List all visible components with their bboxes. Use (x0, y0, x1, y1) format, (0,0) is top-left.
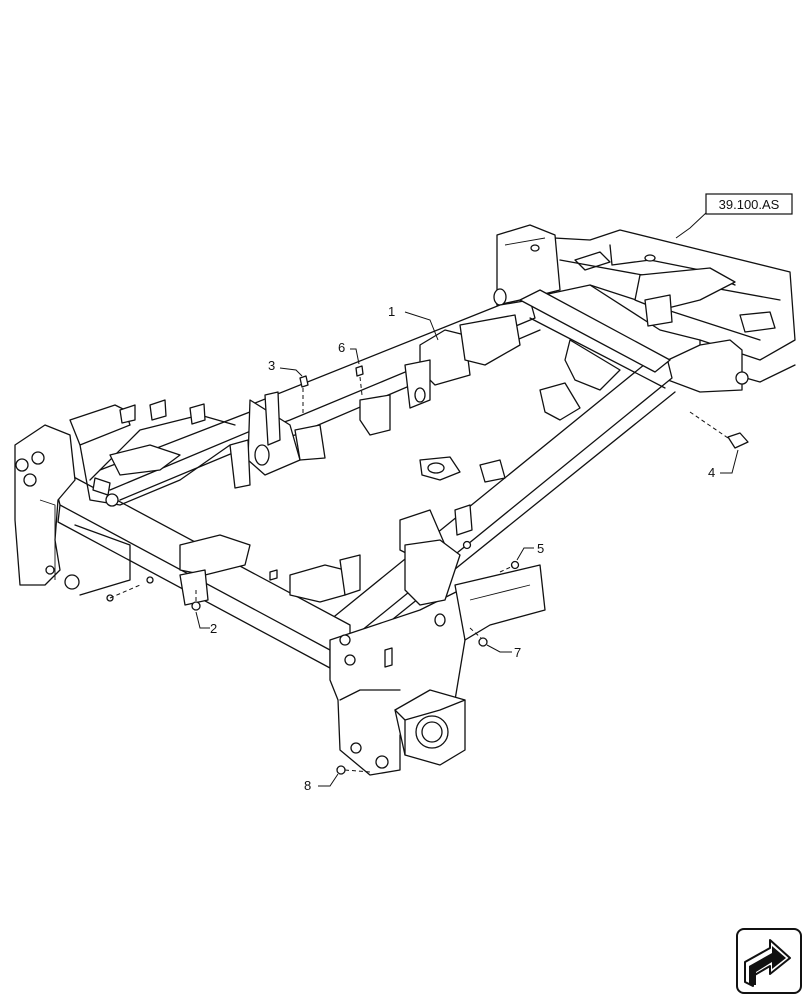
front-right-assembly (329, 539, 546, 776)
callout-leaders (195, 211, 739, 787)
next-page-arrow-icon[interactable] (736, 928, 802, 994)
main-frame (54, 289, 676, 669)
callout-1: 1 (388, 304, 395, 319)
callout-4: 4 (708, 465, 715, 480)
callout-2: 2 (210, 621, 217, 636)
callout-7: 7 (514, 645, 521, 660)
rear-platform (493, 224, 796, 393)
hardware (106, 365, 749, 775)
callout-5: 5 (537, 541, 544, 556)
callout-8: 8 (304, 778, 311, 793)
reference-box[interactable]: 39.100.AS (705, 193, 793, 215)
callout-3: 3 (268, 358, 275, 373)
reference-box-label: 39.100.AS (719, 197, 780, 212)
callout-6: 6 (338, 340, 345, 355)
front-left-assembly (14, 391, 326, 596)
